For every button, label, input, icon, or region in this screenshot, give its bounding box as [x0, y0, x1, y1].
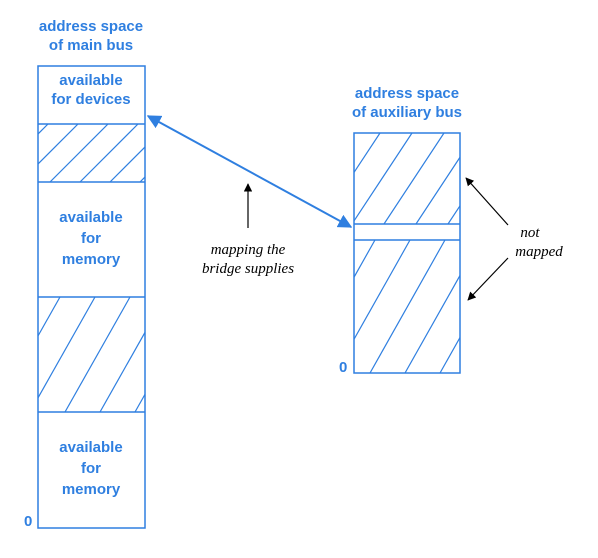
not-mapped-pointer-lower — [467, 257, 509, 301]
aux-bus-column: 0 — [339, 132, 461, 376]
aux-bus-box — [353, 132, 461, 374]
region-devices-line1: available — [59, 72, 122, 89]
aux-bus-title-line2: of auxiliary bus — [352, 104, 462, 121]
aux-bus-title-line1: address space — [355, 85, 459, 102]
main-bus-title-line1: address space — [39, 18, 143, 35]
mapping-annotation-line2: bridge supplies — [202, 261, 294, 277]
aux-bus-hatched-region-2 — [354, 240, 460, 373]
main-bus-hatched-region-2 — [38, 297, 145, 412]
region-memory-bottom-line3: memory — [62, 481, 121, 498]
main-bus-column: available for devices available for memo… — [24, 65, 146, 530]
mapping-double-arrow — [146, 115, 353, 228]
not-mapped-pointer-upper — [465, 177, 509, 226]
main-bus-hatched-region-1 — [38, 124, 145, 182]
aux-bus-hatched-region-1 — [354, 133, 460, 224]
aux-bus-zero-label: 0 — [339, 359, 347, 376]
main-bus-title-line2: of main bus — [49, 37, 133, 54]
region-memory-top-line3: memory — [62, 251, 121, 268]
region-memory-bottom-line1: available — [59, 439, 122, 456]
not-mapped-annotation-line1: not — [520, 225, 540, 241]
not-mapped-annotation-line2: mapped — [515, 244, 563, 260]
main-bus-zero-label: 0 — [24, 513, 32, 530]
region-memory-bottom-line2: for — [81, 460, 101, 477]
mapping-annotation-line1: mapping the — [211, 242, 286, 258]
region-memory-top-line2: for — [81, 230, 101, 247]
region-devices-line2: for devices — [51, 91, 130, 108]
region-memory-top-line1: available — [59, 209, 122, 226]
